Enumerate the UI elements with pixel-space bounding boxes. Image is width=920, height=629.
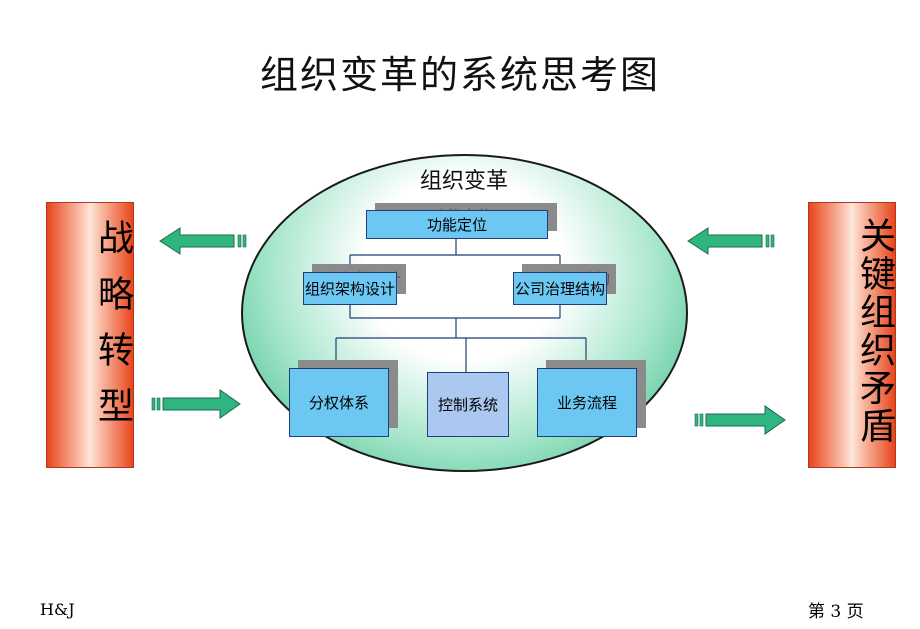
strategic-transformation-box: 战略转型 <box>46 202 134 468</box>
node-business-process-label: 业务流程 <box>556 394 617 412</box>
arrow-right-bottom-icon <box>694 405 786 435</box>
page-number: 第 3 页 <box>808 602 864 622</box>
arrow-left-top-icon <box>159 227 247 255</box>
key-organizational-conflicts-box: 关键组织矛盾 <box>808 202 896 468</box>
node-org-structure-design-label: 组织架构设计 <box>304 280 395 298</box>
node-function-positioning: 功能定位 <box>366 210 548 239</box>
strategic-transformation-label: 战略转型 <box>92 219 133 443</box>
arrow-right-top-icon <box>687 227 775 255</box>
arrow-left-bottom-icon <box>151 389 241 419</box>
node-control-system: 控制系统 <box>427 372 509 437</box>
footer-company: H&J <box>40 600 75 619</box>
node-business-process: 业务流程 <box>537 368 637 437</box>
organizational-change-title: 组织变革 <box>419 169 508 194</box>
node-control-system-label: 控制系统 <box>437 396 498 414</box>
key-organizational-conflicts-label: 关键组织矛盾 <box>854 217 895 445</box>
node-function-positioning-label: 功能定位 <box>426 216 487 234</box>
node-corporate-governance-label: 公司治理结构 <box>514 280 605 298</box>
node-decentralization-system: 分权体系 <box>289 368 389 437</box>
node-decentralization-system-label: 分权体系 <box>308 394 369 412</box>
page-title: 组织变革的系统思考图 <box>259 53 660 97</box>
node-corporate-governance: 公司治理结构 <box>513 272 607 305</box>
node-org-structure-design: 组织架构设计 <box>303 272 397 305</box>
